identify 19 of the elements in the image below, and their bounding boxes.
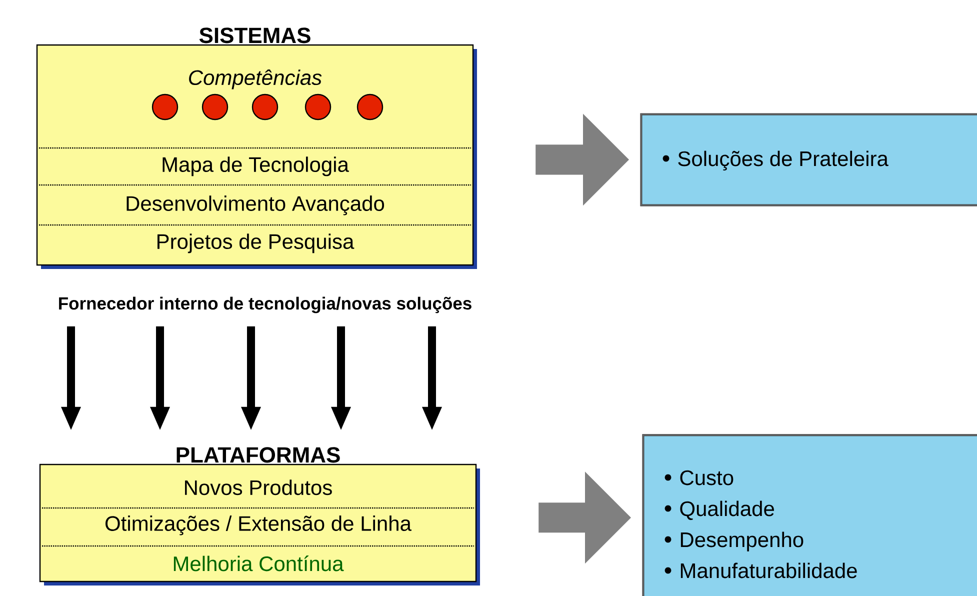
row-label: Otimizações / Extensão de Linha [106, 516, 412, 536]
result-box [642, 434, 977, 596]
list-item: Desempenho [680, 532, 804, 552]
node-label: PLATAFORMAS [176, 447, 340, 463]
list-item: Manufaturabilidade [680, 562, 857, 578]
list-item: Custo [680, 470, 734, 486]
node-label: SISTEMAS [199, 28, 310, 44]
result-box [640, 113, 977, 206]
row-label: Competências [189, 70, 322, 90]
row-label: Mapa de Tecnologia [162, 156, 349, 176]
block-arrow [536, 114, 629, 206]
row-label: Melhoria Contínua [174, 556, 344, 572]
block-arrow [538, 472, 631, 564]
row-label: Novos Produtos [185, 480, 332, 496]
caption-text: Fornecedor interno de tecnologia/novas soluções [59, 296, 472, 314]
row-label: Desenvolvimento Avançado [126, 196, 384, 216]
list-item: Soluções de Prateleira [678, 150, 888, 170]
list-item: Qualidade [680, 500, 774, 520]
row-label: Projetos de Pesquisa [158, 234, 354, 254]
